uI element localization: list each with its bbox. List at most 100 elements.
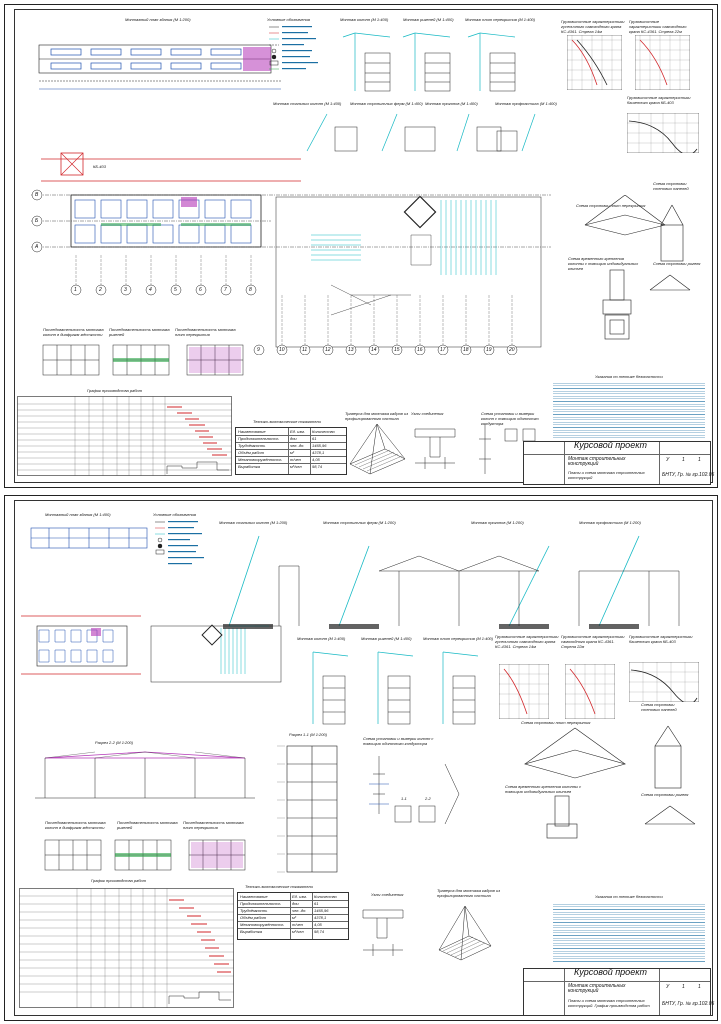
tep-cell: дни	[290, 436, 297, 441]
title-sheets: 1	[698, 984, 701, 990]
axis-num-19: 19	[486, 347, 492, 353]
title-stage: У	[666, 984, 670, 990]
tep-cell: Объём работ	[238, 450, 265, 455]
tep-col-divider	[288, 428, 289, 474]
tep-cell: чел.-дн.	[292, 908, 307, 913]
seq3-title: Последовательность монтажа плит перекрыт…	[183, 820, 244, 830]
verify-details	[369, 756, 460, 825]
drawing-sheet-2: Монтажный план здания (М 1:400) Условные…	[4, 495, 718, 1021]
tep-cell: м³/чел	[292, 929, 304, 934]
seq2-title: Последовательность монтажа ригелей	[109, 327, 170, 337]
load-chart-3	[629, 662, 699, 702]
title-block: Курсовой проект Монтаж строительных конс…	[523, 967, 715, 1016]
axis-num-10: 10	[279, 347, 285, 353]
slabs-title: Монтаж плит перекрытия (М 1:400)	[423, 636, 494, 641]
crane3-title: Грузовысотные характеристики башенного к…	[627, 95, 691, 105]
section11-title: Разрез 1-1 (М 1:200)	[289, 732, 328, 737]
tep-cell: 61	[312, 436, 317, 441]
beams-title: Монтаж ригелей (М 1:400)	[403, 17, 454, 22]
crane2-title: Грузовысотные характеристики самоходного…	[561, 634, 625, 649]
tep-row-divider	[236, 442, 346, 443]
load-chart-1	[499, 664, 549, 719]
tep-cell: Продолжительность	[238, 436, 279, 441]
crane2-title: Грузовысотные характеристики самоходного…	[629, 19, 687, 34]
tep-cell: Выработка	[238, 464, 260, 469]
slinging-details	[523, 725, 696, 839]
axis-num-16: 16	[417, 347, 423, 353]
safety-title: Указания по технике безопасности	[595, 374, 663, 379]
axis-num-17: 17	[440, 347, 446, 353]
tep-title: Технико-экономические показатели	[245, 884, 313, 889]
load-chart-2	[565, 664, 615, 719]
legend-graphic	[269, 26, 318, 70]
tep-cell: Трудоёмкость	[238, 443, 266, 448]
axis-label-c: А	[35, 244, 39, 250]
seq2-title: Последовательность монтажа ригелей	[117, 820, 178, 830]
seq1-title: Последовательность монтажа колонн в диаф…	[43, 327, 104, 337]
tep-title: Технико-экономические показатели	[253, 419, 321, 424]
tep-table: Наименование Ед. изм. Количество Продолж…	[237, 892, 349, 940]
crane1-title: Грузовысотные характеристики гусеничного…	[561, 19, 625, 34]
axis-label-a: В	[35, 192, 39, 198]
tep-row-divider	[238, 928, 348, 929]
tep-cell: Механовооружённость	[240, 922, 284, 927]
axis-num-4: 4	[149, 287, 152, 293]
tep-row-divider	[238, 914, 348, 915]
title-subtitle: Монтаж строительных конструкций	[568, 983, 626, 994]
girders-title: Монтаж прогонов (М 1:200)	[471, 520, 524, 525]
seq3-title: Последовательность монтажа плит перекрыт…	[175, 327, 236, 337]
nodes-title: Узлы соединения	[371, 892, 404, 897]
title-main: Курсовой проект	[574, 440, 648, 450]
axis-num-6: 6	[199, 287, 202, 293]
load-chart-1	[567, 35, 622, 90]
axis-num-14: 14	[371, 347, 377, 353]
plan-title: Монтажный план здания (М 1:400)	[45, 512, 111, 517]
sling-beam-title: Схема строповки ригеля	[641, 792, 689, 797]
tep-cell: 4378,1	[314, 915, 327, 920]
axis-num-12: 12	[325, 347, 331, 353]
axis-num-5: 5	[174, 287, 177, 293]
title-main: Курсовой проект	[574, 967, 648, 977]
tep-cell: Продолжительность	[240, 901, 281, 906]
tep-row-divider	[236, 435, 346, 436]
tep-cell: м³/чел	[290, 464, 302, 469]
tep-cell: чел.-дн.	[290, 443, 305, 448]
title-org: БНТУ, Гр. № гр.102.05	[662, 1001, 715, 1007]
top-plan-strip	[30, 527, 148, 549]
slabs-title: Монтаж плит перекрытия (М 1:400)	[465, 17, 536, 22]
plan-schematic	[38, 44, 281, 90]
steel-cols-title: Монтаж стальных колонн (М 1:200)	[219, 520, 288, 525]
seq1-title: Последовательность монтажа колонн в диаф…	[45, 820, 106, 830]
tep-cell: м³	[290, 450, 295, 455]
sling-slab-title: Схема строповки плит перекрытия	[521, 720, 591, 725]
tep-cell: Механовооружённость	[238, 457, 282, 462]
nodes-title: Узлы соединения	[411, 411, 444, 416]
tep-cell: Количество	[312, 429, 335, 434]
crane3-title: Грузовысотные характеристики башенного к…	[629, 634, 693, 644]
purlins-title: Монтаж профнастила (М 1:200)	[579, 520, 641, 525]
sling-panel-title: Схема строповки стеновых панелей	[641, 702, 677, 712]
section-2-2	[35, 751, 255, 799]
load-chart-2	[635, 35, 690, 90]
axis-num-11: 11	[302, 347, 308, 353]
title-stage: У	[666, 457, 670, 463]
title-org: БНТУ, Гр. № гр.102.05	[662, 472, 715, 478]
tep-cell: Ед. изм.	[292, 894, 307, 899]
schedule-table	[17, 396, 232, 476]
tep-cell: Выработка	[240, 929, 262, 934]
tep-table: Наименование Ед. изм. Количество Продолж…	[235, 427, 347, 475]
right-details	[584, 195, 691, 340]
girders-title: Монтаж прогонов (М 1:400)	[425, 101, 478, 106]
sequence-schemes	[44, 839, 246, 871]
tep-row-divider	[238, 921, 348, 922]
sheet-frame	[14, 500, 713, 1016]
bottom-details	[349, 423, 536, 475]
tep-cell: Наименование	[240, 894, 268, 899]
section-1-1	[277, 745, 338, 873]
tep-cell: Количество	[314, 894, 337, 899]
cut2-label: 2-2	[425, 796, 431, 801]
verify-title: Схема установки и выверки колонн с помощ…	[481, 411, 539, 426]
axis-num-15: 15	[394, 347, 400, 353]
legend-title: Условные обозначения	[153, 512, 197, 517]
crane-diagrams-row1	[342, 32, 516, 92]
